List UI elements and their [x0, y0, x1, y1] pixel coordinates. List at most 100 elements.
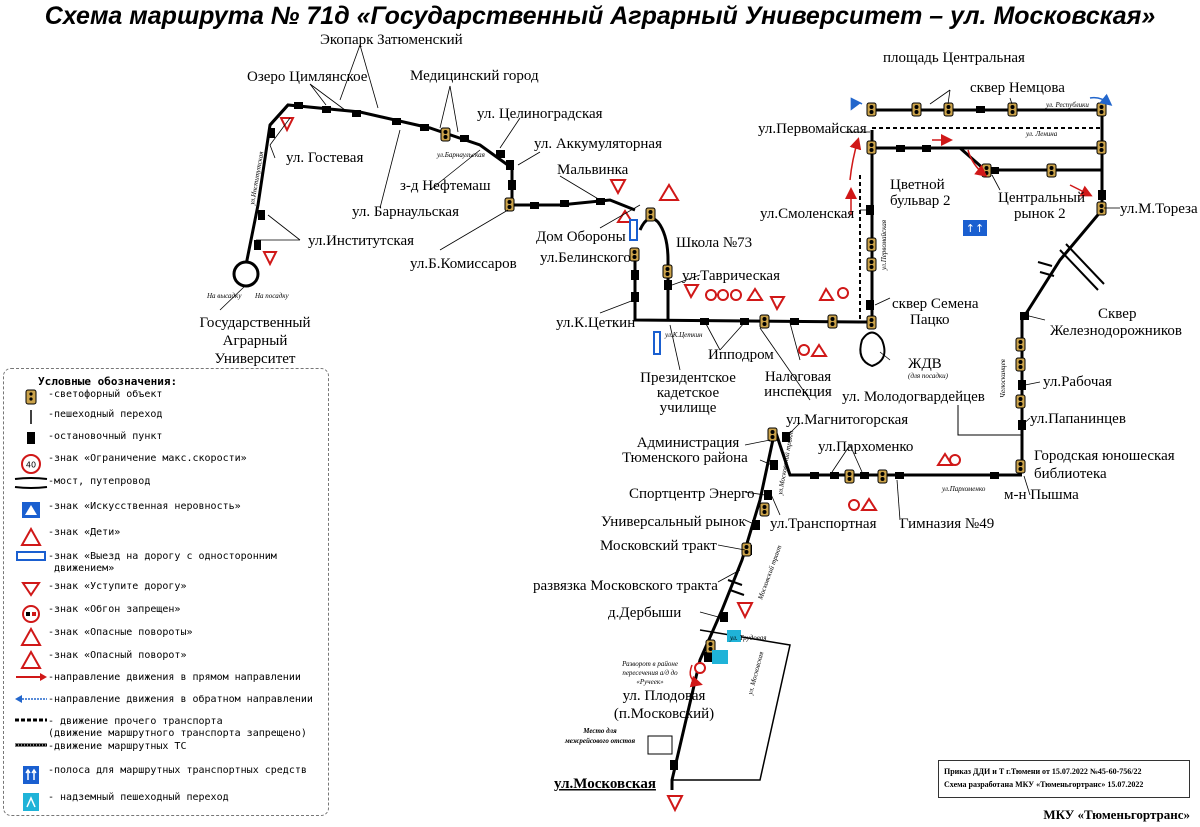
legend-item: -полоса для маршрутных транспортных сред… [14, 765, 307, 785]
traffic-light-icon [1015, 459, 1026, 474]
traffic-light-icon [1015, 357, 1026, 372]
bus-stop [790, 318, 799, 325]
bus-stop [254, 240, 261, 250]
traffic-light-icon [981, 163, 992, 178]
route-line-trakt [670, 429, 777, 790]
bus-stop [506, 160, 514, 170]
legend-item-label: -знак «Опасные повороты» [48, 627, 193, 638]
stop-label-komissarov: ул.Б.Комиссаров [410, 256, 517, 272]
speed-limit-icon: 40 [14, 453, 48, 475]
stop-label-gau-line3: Университет [215, 351, 296, 367]
stop-label-molodogvardeytsev: ул. Молодогвардейцев [842, 389, 985, 405]
layover-area [647, 735, 673, 755]
bus-stop [460, 135, 469, 142]
stop-label-akkumulyatornaya: ул. Аккумуляторная [534, 136, 662, 152]
legend-item-label: -остановочный пункт [48, 431, 163, 442]
stop-label-razvyazka: развязка Московского тракта [533, 578, 718, 594]
legend-item-label: -направление движения в прямом направлен… [48, 672, 301, 683]
bus-stop [770, 460, 778, 470]
stop-label-biblioteka-line2: библиотека [1034, 466, 1107, 482]
bridge-icon [727, 579, 745, 596]
route-line-lenina [959, 146, 1102, 172]
traffic-light-icon [1046, 163, 1057, 178]
street-label: ул.К.Цеткин [664, 331, 703, 339]
stop-label-mosk-trakt: Московский тракт [600, 538, 717, 554]
legend-item-label: -знак «Опасный поворот» [48, 650, 187, 661]
dangerous-turns-icon [818, 287, 835, 301]
stop-label-nalog-line2: инспекция [764, 384, 832, 400]
street-labels: На высадку На посадку ул.Институтская ул… [206, 101, 1089, 745]
stop-label-parkhomenko: ул.Пархоменко [818, 439, 913, 455]
traffic-light-icon [629, 247, 640, 262]
bus-stop [896, 145, 905, 152]
one-way-exit-icon [14, 551, 48, 561]
street-label: На высадку [206, 292, 242, 300]
bus-stop [922, 145, 931, 152]
stop-label-bulvar-line2: бульвар 2 [890, 193, 951, 209]
legend-item-label: -направление движения в обратном направл… [48, 694, 313, 705]
label-pointers [219, 44, 1120, 619]
legend-item-label: -полоса для маршрутных транспортных сред… [48, 765, 307, 776]
traffic-light-icon [877, 469, 888, 484]
street-label: ул. Ленина [1025, 130, 1058, 138]
legend-item-label: -знак «Уступите дорогу» [48, 581, 187, 592]
street-label: Московский тракт [756, 544, 783, 601]
legend-item-label: -знак «Ограничение макс.скорости» [48, 453, 247, 464]
traffic-light-icon [1096, 201, 1107, 216]
traffic-light-icon [504, 197, 515, 212]
bus-stop [860, 472, 869, 479]
stop-label-skver-nemtsova: сквер Немцова [970, 80, 1065, 96]
traffic-light-icon [741, 542, 752, 557]
stop-label-transportnaya: ул.Транспортная [770, 516, 877, 532]
bus-stop [596, 198, 605, 205]
legend-item: -пешеходный переход [14, 409, 162, 425]
legend-item-label: -пешеходный переход [48, 409, 163, 420]
bridges [727, 243, 1105, 596]
other-traffic-icon [14, 716, 48, 724]
traffic-light-icon [844, 469, 855, 484]
bus-stop-icon [14, 431, 48, 445]
street-label: ул. Трудовая [729, 634, 766, 642]
legend-item-label: -знак «Выезд на дорогу с односторонним д… [48, 551, 277, 574]
bus-stop [895, 472, 904, 479]
traffic-light-icon [440, 127, 451, 142]
road-signs [262, 117, 961, 813]
stop-label-neftemash: з-д Нефтемаш [400, 178, 491, 194]
legend-item-label: -светофорный объект [48, 389, 163, 400]
stop-label-malvinka: Мальвинка [557, 162, 629, 178]
bus-stop [866, 205, 874, 215]
dangerous-turns-icon [746, 287, 764, 301]
route-line-hill [638, 216, 670, 320]
legend-item-label: -мост, путепровод [48, 476, 151, 487]
speed-limit-icon [730, 289, 742, 301]
street-label: ул.Первомайская [880, 220, 888, 271]
yield-sign-icon [769, 296, 786, 312]
forward-arrow-icon [967, 149, 988, 177]
street-label: (для посадки) [908, 372, 949, 380]
traffic-light-icon [1096, 102, 1107, 117]
stop-label-belinskogo: ул.Белинского [540, 250, 631, 266]
stop-label-kadet-line1: Президентское [640, 370, 736, 386]
reverse-arrow-icon [14, 694, 48, 704]
stop-label-tselinogradskaya: ул. Целиноградская [477, 106, 603, 122]
bridge-icon [14, 476, 48, 490]
stop-label-admin-line2: Тюменского района [622, 450, 748, 466]
bus-stop [670, 760, 678, 770]
bus-stop [392, 118, 401, 125]
stop-label-admin-line1: Администрация [637, 435, 740, 451]
street-label: ул.Пархоменко [941, 485, 986, 493]
stop-label-gostevaya: ул. Гостевая [286, 150, 363, 166]
bus-stop [268, 128, 275, 138]
stop-label-ktsetkin: ул.К.Цеткин [556, 315, 635, 331]
one-way-exit-icon [629, 219, 638, 241]
yield-sign-icon [736, 602, 754, 620]
dangerous-turns-icon [810, 343, 828, 357]
route-line-pyshma [773, 429, 1022, 477]
stop-label-plodovaya-line1: ул. Плодовая [623, 688, 706, 704]
legend-item: -знак «Дети» [14, 527, 120, 547]
stop-label-patsko-line2: Пацко [910, 312, 950, 328]
bus-stop [1098, 190, 1106, 200]
legend-item-label: - надземный пешеходный переход [48, 792, 229, 803]
